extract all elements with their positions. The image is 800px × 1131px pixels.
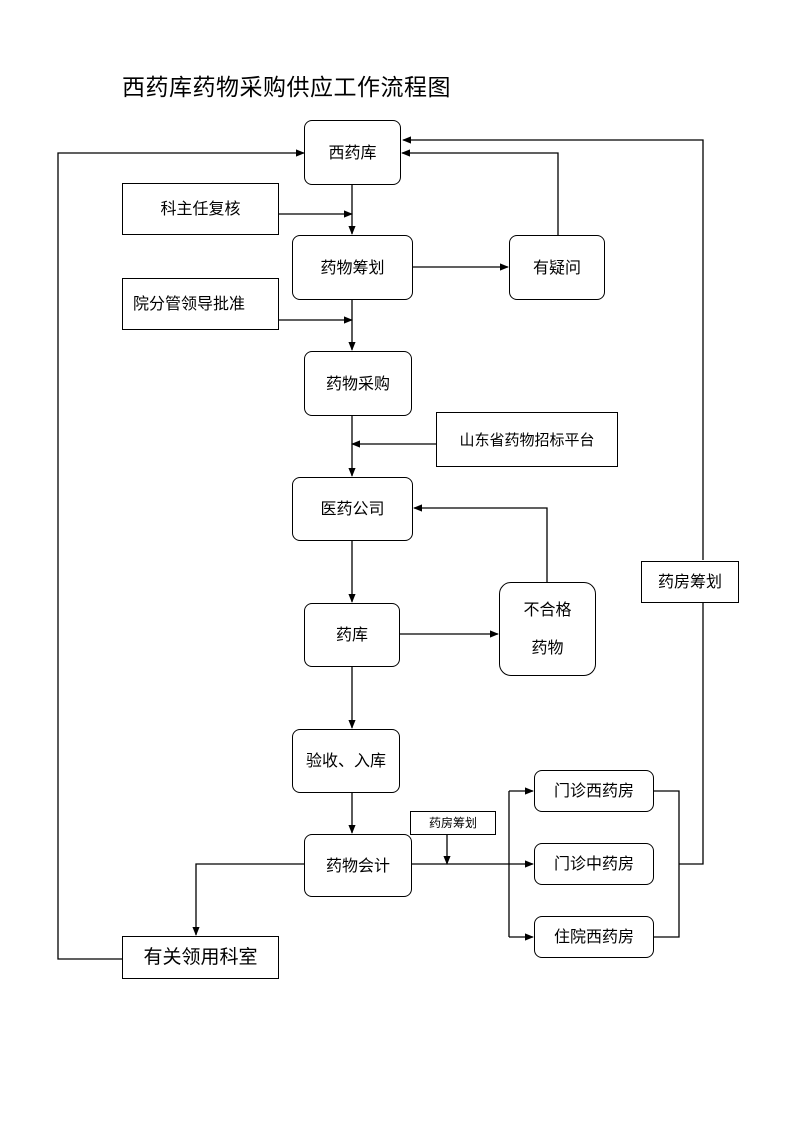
node-kezhuren-fuhe: 科主任复核 <box>122 183 279 235</box>
page-title: 西药库药物采购供应工作流程图 <box>122 75 451 101</box>
node-yuan-fenguan-pizhun: 院分管领导批准 <box>122 278 279 330</box>
node-buhege-yaowu: 不合格 药物 <box>499 582 596 676</box>
node-zhuyuan-xiyaofang-label: 住院西药房 <box>553 927 634 947</box>
node-youyiwen-label: 有疑问 <box>532 257 581 277</box>
node-zhuyuan-xiyaofang: 住院西药房 <box>534 916 654 958</box>
line-bus-to-yaofang-chouhua <box>679 602 704 865</box>
node-yiyao-gongsi-label: 医药公司 <box>320 499 385 519</box>
node-youyiwen: 有疑问 <box>509 235 605 300</box>
node-menzhen-xiyaofang: 门诊西药房 <box>534 770 654 812</box>
line-pharmacies-right-bus <box>654 790 680 938</box>
arrow-keshi-to-xiyaoku <box>57 149 305 960</box>
node-yaowu-chouhua-label: 药物筹划 <box>320 257 385 277</box>
node-yaowu-kuaiji-label: 药物会计 <box>325 855 390 875</box>
node-menzhen-xiyaofang-label: 门诊西药房 <box>553 781 634 801</box>
node-yaowu-chouhua: 药物筹划 <box>292 235 413 300</box>
node-youguan-keshi-label: 有关领用科室 <box>143 946 258 969</box>
node-menzhen-zhongyaofang-label: 门诊中药房 <box>553 854 634 874</box>
node-kezhuren-fuhe-label: 科主任复核 <box>160 199 241 219</box>
arrow-yaofang-chouhua-to-xiyaoku <box>402 136 704 560</box>
node-yaowu-kuaiji: 药物会计 <box>304 834 412 897</box>
node-menzhen-zhongyaofang: 门诊中药房 <box>534 843 654 885</box>
arrow-kuaiji-to-keshi <box>192 863 304 936</box>
node-xiyaoku: 西药库 <box>304 120 401 185</box>
node-yaowu-caigou: 药物采购 <box>304 351 412 416</box>
node-yaoku-label: 药库 <box>335 625 368 645</box>
node-yanshou-ruku-label: 验收、入库 <box>305 751 386 771</box>
node-yaoku: 药库 <box>304 603 400 667</box>
node-buhege-line1: 不合格 <box>523 599 572 619</box>
node-yanshou-ruku: 验收、入库 <box>292 729 400 793</box>
arrow-youyiwen-to-xiyaoku <box>401 149 559 235</box>
node-yaofang-chouhua-right-label: 药房筹划 <box>657 572 722 592</box>
node-shandong-platform: 山东省药物招标平台 <box>436 412 618 467</box>
node-yaofang-chouhua-small-label: 药房筹划 <box>428 815 477 830</box>
node-youguan-keshi: 有关领用科室 <box>122 936 279 979</box>
node-shandong-platform-label: 山东省药物招标平台 <box>459 430 595 449</box>
node-buhege-line2: 药物 <box>531 638 564 657</box>
node-yaofang-chouhua-right: 药房筹划 <box>641 561 739 603</box>
node-yiyao-gongsi: 医药公司 <box>292 477 413 541</box>
node-yaofang-chouhua-small: 药房筹划 <box>410 811 496 835</box>
node-yaowu-caigou-label: 药物采购 <box>325 373 390 393</box>
node-xiyaoku-label: 西药库 <box>328 142 377 162</box>
node-yuan-fenguan-pizhun-label: 院分管领导批准 <box>133 294 246 314</box>
arrow-buhege-to-gongsi <box>413 504 548 582</box>
